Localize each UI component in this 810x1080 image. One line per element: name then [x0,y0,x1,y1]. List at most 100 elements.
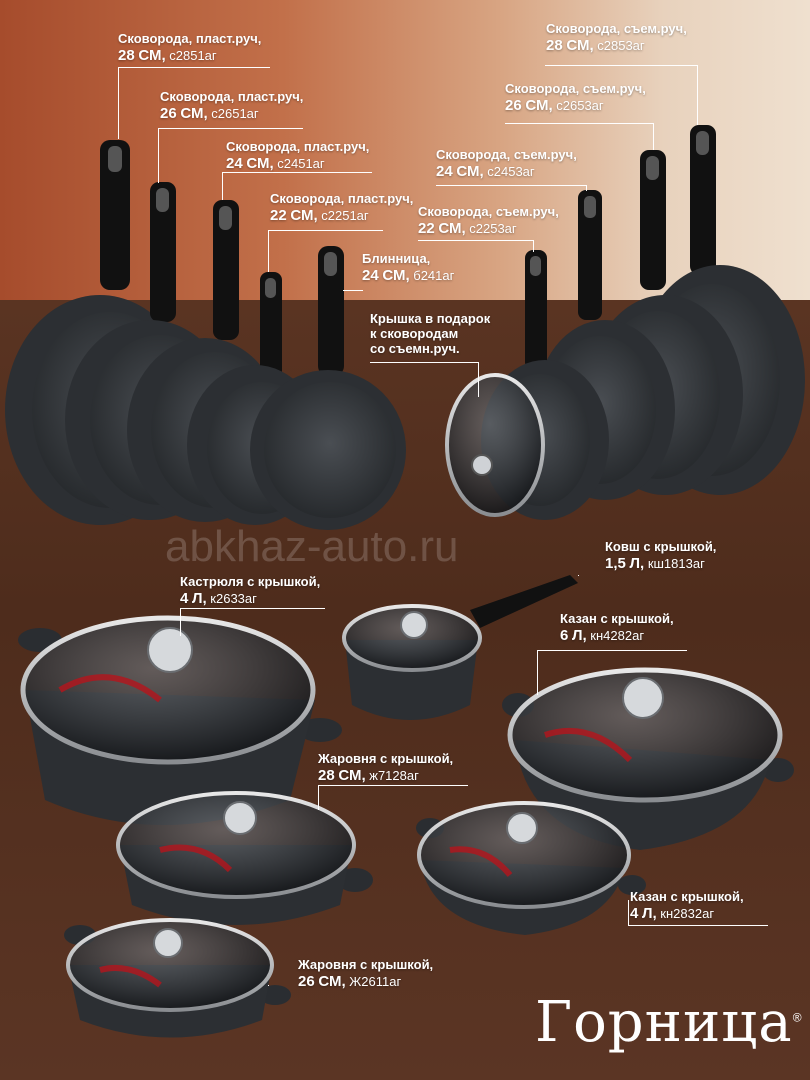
label-title: Кастрюля с крышкой, [180,574,321,589]
label-pan-22-fixed: Сковорода, пласт.руч, 22 СМ, с2251аг [270,191,414,224]
leader-line [586,185,587,191]
label-unit: СМ, [318,972,346,990]
leader-line [318,785,319,810]
crepe-pan-24 [250,246,406,530]
label-title: Сковорода, съем.руч, [505,81,646,96]
saucepan-1-5l [342,575,578,720]
leader-line [318,785,468,786]
brazier-28 [116,791,373,925]
label-code: кн2832аг [660,905,715,921]
label-title: Сковорода, пласт.руч, [226,139,370,154]
label-kazan-6l: Казан с крышкой, 6 Л, кн4282аг [560,611,674,644]
leader-line [222,172,372,173]
label-size: 4 [180,589,189,607]
label-size: 1,5 [605,554,626,572]
leader-line [370,362,478,363]
label-pan-24-fixed: Сковорода, пласт.руч, 24 СМ, с2451аг [226,139,370,172]
label-code: кн4282аг [590,627,645,643]
background-wall [0,0,810,300]
label-brazier-28: Жаровня с крышкой, 28 СМ, ж7128аг [318,751,454,784]
label-unit: СМ, [525,96,553,114]
leader-line [545,65,697,66]
leader-line [343,290,363,291]
leader-line [268,230,269,272]
label-size: 28 [546,36,563,54]
label-code: ж7128аг [369,767,419,783]
label-title: Казан с крышкой, [630,889,744,904]
label-unit: Л, [629,554,645,572]
label-line: со съемн.руч. [370,340,460,356]
label-code: с2851аг [169,47,217,63]
label-pan-22-removable: Сковорода, съем.руч, 22 СМ, с2253аг [418,204,559,237]
label-code: с2453аг [487,163,535,179]
label-code: к2633аг [210,590,257,606]
label-code: Ж2611аг [349,973,402,989]
label-unit: СМ, [438,219,466,237]
label-title: Ковш с крышкой, [605,539,717,554]
label-size: 24 [436,162,453,180]
label-code: с2251аг [321,207,369,223]
label-size: 26 [160,104,177,122]
label-crepe-pan-24: Блинница, 24 СМ, б241аг [362,251,455,284]
leader-line [418,240,533,241]
label-pan-28-fixed: Сковорода, пласт.руч, 28 СМ, с2851аг [118,31,261,64]
label-pan-24-removable: Сковорода, съем.руч, 24 СМ, с2453аг [436,147,577,180]
gift-lid [445,373,545,517]
label-code: б241аг [413,267,455,283]
label-title: Казан с крышкой, [560,611,674,626]
label-unit: Л, [191,589,207,607]
label-title: Сковорода, пласт.руч, [270,191,414,206]
label-code: с2451аг [277,155,325,171]
label-code: с2653аг [556,97,604,113]
label-brazier-26: Жаровня с крышкой, 26 СМ, Ж2611аг [298,957,433,990]
leader-line [222,172,223,200]
label-size: 28 [118,46,135,64]
leader-line [537,650,687,651]
leader-line [628,900,629,925]
leader-line [268,230,383,231]
label-unit: СМ, [138,46,166,64]
leader-line [537,650,538,695]
leader-line [478,362,479,397]
label-pan-26-fixed: Сковорода, пласт.руч, 26 СМ, с2651аг [160,89,304,122]
pot-4l [18,615,342,825]
label-size: 4 [630,904,639,922]
label-line: Крышка в подарок [370,311,491,326]
label-title: Жаровня с крышкой, [318,751,454,766]
label-unit: СМ, [338,766,366,784]
leader-line [158,128,303,129]
label-size: 6 [560,626,569,644]
kazan-6l [502,667,794,850]
label-title: Сковорода, пласт.руч, [160,89,304,104]
label-saucepan-1-5l: Ковш с крышкой, 1,5 Л, кш1813аг [605,539,717,572]
label-size: 22 [270,206,287,224]
label-size: 26 [298,972,315,990]
label-size: 24 [362,266,379,284]
label-unit: СМ, [566,36,594,54]
label-kazan-4l: Казан с крышкой, 4 Л, кн2832аг [630,889,744,922]
label-size: 28 [318,766,335,784]
label-unit: СМ, [246,154,274,172]
label-size: 24 [226,154,243,172]
brand-logo-text: Горница [535,990,793,1055]
label-pan-26-removable: Сковорода, съем.руч, 26 СМ, с2653аг [505,81,646,114]
label-unit: Л, [641,904,657,922]
label-code: с2651аг [211,105,259,121]
label-title: Сковорода, съем.руч, [418,204,559,219]
leader-line [533,240,534,252]
label-unit: СМ, [456,162,484,180]
label-title: Блинница, [362,251,431,266]
label-title: Сковорода, съем.руч, [546,21,687,36]
label-line: к сковородам [370,325,459,341]
leader-line [505,123,653,124]
label-title: Сковорода, съем.руч, [436,147,577,162]
leader-line [268,985,269,986]
leader-line [578,575,579,576]
label-size: 26 [505,96,522,114]
label-unit: Л, [571,626,587,644]
leader-line [653,123,654,150]
leader-line [118,67,270,68]
label-gift-lid: Крышка в подарок к сковородам со съемн.р… [370,311,491,357]
leader-line [628,925,768,926]
